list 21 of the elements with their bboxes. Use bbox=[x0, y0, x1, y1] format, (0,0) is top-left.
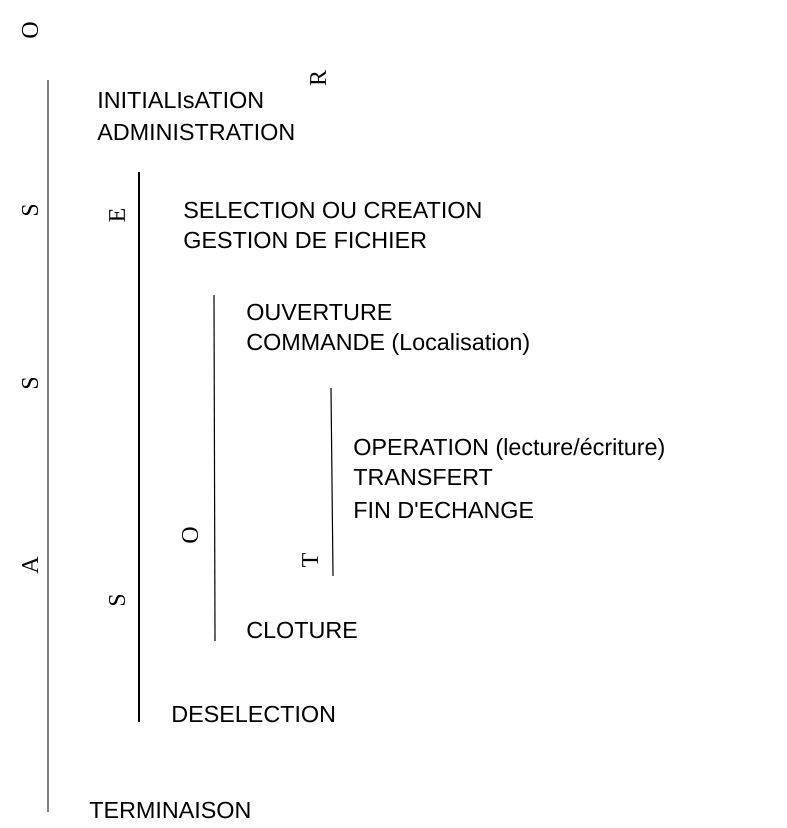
rotated-letter: O bbox=[22, 22, 38, 38]
rotated-letter: S bbox=[22, 204, 38, 216]
step-label: COMMANDE (Localisation) bbox=[247, 333, 529, 355]
step-label: SELECTION OU CREATION bbox=[184, 202, 480, 218]
rotated-letter: A bbox=[22, 556, 38, 574]
step-label: INITIALIsATION bbox=[99, 92, 262, 108]
step-label: OUVERTURE bbox=[247, 304, 392, 320]
step-label: DESELECTION bbox=[173, 706, 334, 722]
step-label: TRANSFERT bbox=[354, 468, 492, 486]
step-label: CLOTURE bbox=[247, 622, 357, 638]
step-label: OPERATION (lecture/écriture) bbox=[354, 438, 664, 460]
rotated-letter: T bbox=[302, 553, 318, 567]
step-label: FIN D'ECHANGE bbox=[355, 502, 533, 518]
rotated-letter: O bbox=[182, 527, 198, 543]
step-label: GESTION DE FICHIER bbox=[184, 232, 426, 248]
rotated-letter: S bbox=[22, 378, 38, 388]
step-label: TERMINAISON bbox=[90, 802, 250, 818]
step-label: ADMINISTRATION bbox=[97, 124, 294, 140]
rotated-letter: S bbox=[108, 594, 126, 606]
rotated-letter: R bbox=[310, 70, 326, 86]
rotated-letter: E bbox=[109, 208, 125, 222]
